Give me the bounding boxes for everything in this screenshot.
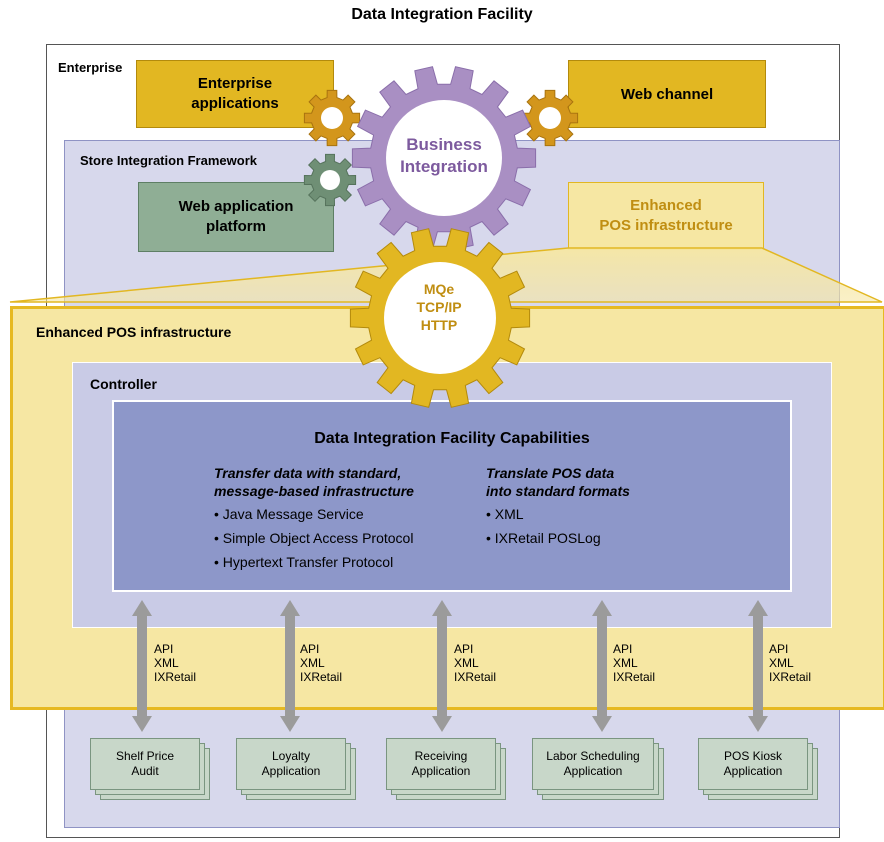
application-box: POS Kiosk Application (698, 738, 808, 790)
connector-label: API XML IXRetail (300, 642, 343, 684)
capabilities-panel: Data Integration Facility Capabilities T… (112, 400, 792, 592)
enterprise-applications-box: Enterprise applications (136, 60, 334, 128)
web-application-platform-box: Web application platform (138, 182, 334, 252)
sif-label: Store Integration Framework (80, 153, 257, 168)
small-gold-gear-right-icon (521, 89, 579, 147)
double-arrow-icon (432, 600, 452, 732)
connector-label: API XML IXRetail (613, 642, 656, 684)
translate-heading: Translate POS data into standard formats (486, 465, 630, 499)
business-integration-gear-icon (351, 66, 537, 250)
transfer-item: • Hypertext Transfer Protocol (214, 554, 394, 570)
transfer-heading: Transfer data with standard, message-bas… (214, 465, 414, 499)
double-arrow-icon (592, 600, 612, 732)
enhanced-pos-label: Enhanced POS infrastructure (36, 324, 232, 340)
application-stack: POS Kiosk Application (698, 738, 818, 800)
translate-item: • XML (486, 506, 524, 522)
protocol-gear-icon (349, 228, 531, 408)
translate-item: • IXRetail POSLog (486, 530, 601, 546)
application-stack: Shelf Price Audit (90, 738, 210, 800)
transfer-item: • Simple Object Access Protocol (214, 530, 414, 546)
application-box: Shelf Price Audit (90, 738, 200, 790)
capabilities-title: Data Integration Facility Capabilities (314, 430, 590, 447)
application-box: Loyalty Application (236, 738, 346, 790)
transfer-item: • Java Message Service (214, 506, 364, 522)
translate-list: • XML • IXRetail POSLog (486, 502, 601, 550)
application-box: Labor Scheduling Application (532, 738, 654, 790)
enterprise-label: Enterprise (58, 60, 123, 75)
double-arrow-icon (132, 600, 152, 732)
web-channel-box: Web channel (568, 60, 766, 128)
controller-label: Controller (90, 376, 157, 392)
connector-label: API XML IXRetail (154, 642, 197, 684)
application-stack: Receiving Application (386, 738, 506, 800)
connector-label: API XML IXRetail (769, 642, 812, 684)
application-stack: Labor Scheduling Application (532, 738, 664, 800)
enhanced-pos-small-box: Enhanced POS infrastructure (568, 182, 764, 250)
double-arrow-icon (280, 600, 300, 732)
small-gold-gear-left-icon (303, 89, 361, 147)
protocol-gear-label: MQe TCP/IP HTTP (416, 281, 462, 333)
diagram-title: Data Integration Facility (351, 6, 533, 23)
transfer-list: • Java Message Service • Simple Object A… (214, 502, 413, 574)
connector-label: API XML IXRetail (454, 642, 497, 684)
business-integration-label: Business Integration (400, 135, 488, 176)
application-stack: Loyalty Application (236, 738, 356, 800)
small-green-gear-icon (303, 153, 357, 207)
application-box: Receiving Application (386, 738, 496, 790)
double-arrow-icon (748, 600, 768, 732)
